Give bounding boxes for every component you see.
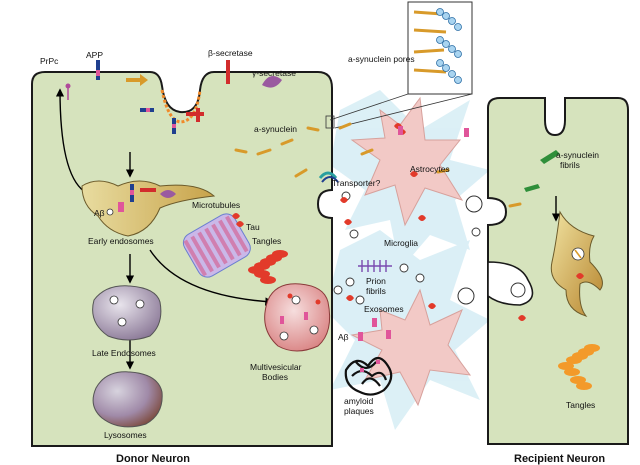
prion-fibrils-icon: [358, 260, 392, 272]
label-synuclein-fibrils-1: a-synuclein: [556, 150, 599, 160]
label-multivesicular-1: Multivesicular: [250, 362, 302, 372]
label-a-synuclein: a-synuclein: [254, 124, 297, 134]
label-amyloid-2: plaques: [344, 406, 374, 416]
mvb-contents: [279, 293, 321, 341]
label-synuclein-pores: a-synuclein pores: [348, 54, 415, 64]
label-microglia: Microglia: [384, 238, 418, 248]
recipient-endosome-shape: [550, 210, 603, 317]
label-synuclein-fibrils-2: fibrils: [560, 160, 580, 170]
synuclein-pores-inset: [325, 1, 473, 129]
transporter-icon: [318, 171, 339, 183]
red-particles: [340, 123, 526, 321]
astrocyte-shape: [350, 96, 464, 227]
label-early-endosomes: Early endosomes: [88, 236, 154, 246]
label-lysosomes: Lysosomes: [104, 430, 147, 440]
label-beta-secretase: β-secretase: [208, 48, 253, 58]
label-late-endosomes: Late Endosomes: [92, 348, 156, 358]
label-prion-1: Prion: [366, 276, 386, 286]
membrane-complex: [140, 89, 204, 134]
early-endosome-shape: [81, 180, 216, 237]
label-gamma-secretase: γ-secretase: [252, 68, 296, 78]
prpc-icon: [65, 83, 71, 100]
synuclein-fibrils-icon: [524, 150, 560, 192]
label-multivesicular-2: Bodies: [262, 372, 288, 382]
endosome-cargo: [118, 184, 176, 212]
app-icon: [96, 60, 100, 80]
title-recipient-neuron: Recipient Neuron: [514, 453, 605, 465]
amyloid-plaques-icon: [344, 356, 393, 396]
label-tau: Tau: [246, 222, 260, 232]
exosomes-icon: [333, 191, 481, 305]
lysosome-shape: [92, 371, 163, 428]
label-tangles-donor: Tangles: [252, 236, 281, 246]
tangles-donor-icon: [248, 250, 288, 284]
label-astrocytes: Astrocytes: [410, 164, 450, 174]
tau-protein-icon: [232, 213, 244, 227]
abeta-fragments: [358, 126, 469, 341]
label-microtubules: Microtubules: [192, 200, 240, 210]
beta-secretase-icon: [226, 60, 230, 84]
endosome-vesicles: [106, 208, 114, 216]
recipient-vesicles: [457, 195, 526, 305]
label-abeta-endosome: Aβ: [94, 208, 105, 218]
title-donor-neuron: Donor Neuron: [116, 453, 190, 465]
donor-neuron-cell: [31, 71, 333, 447]
recipient-synuclein: [508, 202, 522, 208]
label-app: APP: [86, 50, 103, 60]
amyloid-pink-dots: [360, 360, 380, 372]
gamma-secretase-icon: [262, 76, 282, 88]
microtubule-icon: [182, 213, 251, 278]
multivesicular-body-shape: [264, 283, 331, 352]
label-prpc: PrPc: [40, 56, 59, 66]
label-tangles-recipient: Tangles: [566, 400, 595, 410]
synuclein-fragments: [234, 122, 450, 178]
recipient-endosome-cargo: [571, 247, 585, 279]
late-endosome-vesicles: [109, 295, 145, 327]
abeta-arrow-icon: [126, 74, 148, 86]
label-exosomes: Exosomes: [364, 304, 404, 314]
tangles-recipient-icon: [558, 344, 600, 390]
label-amyloid-1: amyloid: [344, 396, 374, 406]
late-endosome-shape: [92, 285, 162, 341]
label-abeta-extracellular: Aβ: [338, 332, 349, 342]
label-prion-2: fibrils: [366, 286, 386, 296]
label-transporter: Transporter?: [332, 178, 381, 188]
